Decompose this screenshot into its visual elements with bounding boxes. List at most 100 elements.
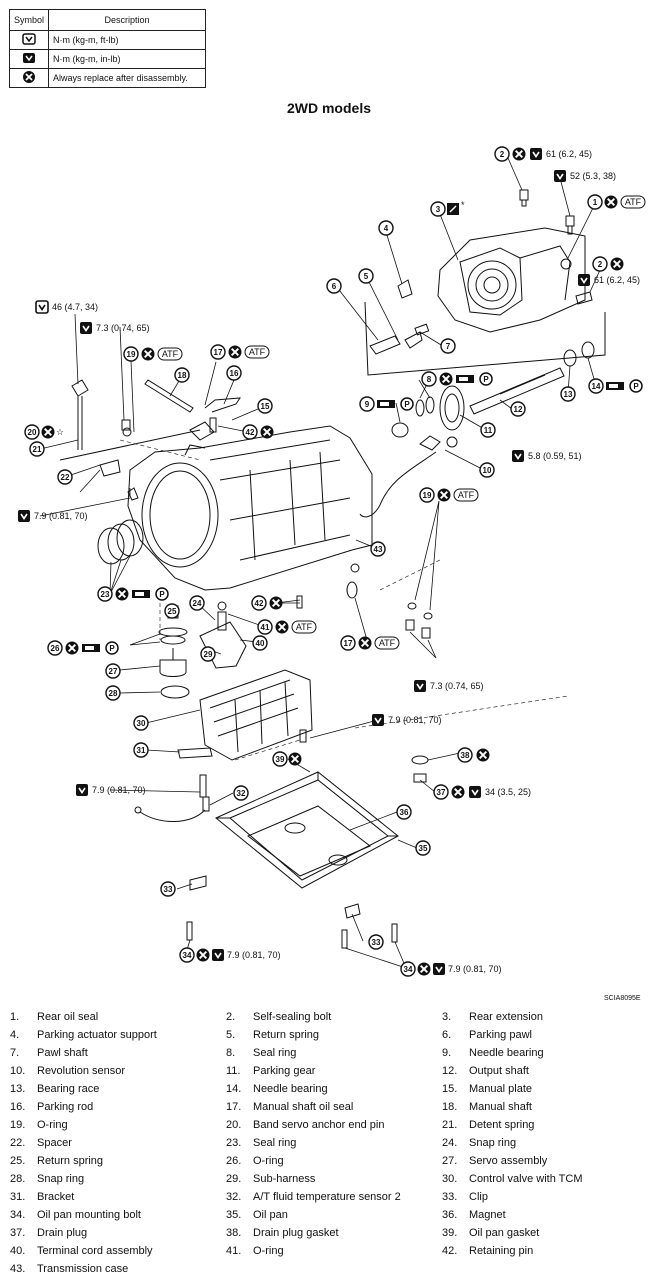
svg-text:34: 34 (183, 951, 192, 960)
callout-1: 1 ATF (587, 194, 646, 210)
parts-list-item: 2.Self-sealing bolt (226, 1011, 331, 1023)
star-mark: ☆ (56, 427, 64, 437)
part-number: 15. (442, 1083, 458, 1095)
part-name: Manual shaft oil seal (253, 1101, 354, 1113)
parts-list-item: 9.Needle bearing (442, 1047, 544, 1059)
manual-linkage-drawing (59, 379, 241, 501)
part-name: Snap ring (37, 1173, 85, 1185)
svg-text:43: 43 (374, 545, 383, 554)
part-number: 35. (226, 1209, 242, 1221)
part-number: 10. (10, 1065, 26, 1077)
part-name: Sub-harness (253, 1173, 316, 1185)
legend-symbol-cell (9, 30, 49, 50)
part-name: Spacer (37, 1137, 72, 1149)
part-name: Manual plate (469, 1083, 532, 1095)
callout-22: 22 (57, 469, 73, 485)
parts-list-item: 29.Sub-harness (226, 1173, 315, 1185)
parts-list-item: 11.Parking gear (226, 1065, 315, 1077)
exploded-view-diagram: 2 61 (6.2, 45) 52 (5.3, 38) 1 ATF 3 * 2 … (17, 146, 646, 977)
part-number: 39. (442, 1227, 458, 1239)
callout-42-mid: 42 (251, 595, 284, 611)
petroleum-jelly-symbol: P (483, 375, 489, 384)
parts-list-item: 14.Needle bearing (226, 1083, 328, 1095)
parts-list-item: 23.Seal ring (226, 1137, 296, 1149)
drain-plug-drawing (411, 755, 429, 783)
svg-text:16: 16 (230, 369, 239, 378)
part-name: Output shaft (469, 1065, 529, 1077)
part-name: Return spring (253, 1029, 320, 1041)
parts-list-item: 22.Spacer (10, 1137, 72, 1149)
svg-text:4: 4 (384, 224, 389, 233)
svg-text:5: 5 (364, 272, 369, 281)
parts-list-item: 36.Magnet (442, 1209, 506, 1221)
parts-list-item: 39.Oil pan gasket (442, 1227, 539, 1239)
atf-symbol: ATF (458, 490, 475, 500)
part-number: 16. (10, 1101, 26, 1113)
callout-26: 26 P (47, 640, 119, 656)
part-number: 42. (442, 1245, 458, 1257)
parts-list-item: 43.Transmission case (10, 1263, 128, 1275)
part-name: Drain plug (37, 1227, 88, 1239)
svg-text:25: 25 (168, 607, 177, 616)
transmission-case-drawing (127, 425, 373, 591)
part-name: Self-sealing bolt (253, 1011, 332, 1023)
part-name: Needle bearing (253, 1083, 328, 1095)
parking-mechanism-drawing (364, 279, 606, 376)
callout-79a: 7.9 (0.81, 70) (17, 509, 88, 523)
callout-29: 29 (200, 646, 216, 662)
part-number: 31. (10, 1191, 26, 1203)
torque-label-79c: 7.9 (0.81, 70) (92, 785, 146, 795)
part-number: 9. (442, 1047, 452, 1059)
part-number: 36. (442, 1209, 458, 1221)
part-number: 13. (10, 1083, 26, 1095)
parts-list-item: 19.O-ring (10, 1119, 68, 1131)
torque-label-73b: 7.3 (0.74, 65) (430, 681, 484, 691)
svg-text:34: 34 (404, 965, 413, 974)
parts-list-item: 17. Manual shaft oil seal (226, 1101, 353, 1113)
callout-30: 30 (133, 715, 149, 731)
callout-13: 13 (560, 386, 576, 402)
parts-list-item: 34.Oil pan mounting bolt (10, 1209, 141, 1221)
svg-text:38: 38 (461, 751, 470, 760)
callout-52: 52 (5.3, 38) (553, 169, 616, 183)
callout-37: 37 34 (3.5, 25) (433, 784, 531, 800)
petroleum-jelly-symbol: P (404, 400, 410, 409)
parts-list-item: 28. Snap ring (10, 1173, 84, 1185)
parts-list-item: 12.Output shaft (442, 1065, 529, 1077)
svg-text:27: 27 (109, 667, 118, 676)
part-number: 19. (10, 1119, 26, 1131)
callout-3: 3 * (430, 200, 465, 217)
svg-text:9: 9 (365, 400, 370, 409)
atf-symbol: ATF (162, 349, 179, 359)
callout-40: 40 (252, 635, 268, 651)
svg-text:42: 42 (255, 599, 264, 608)
parts-list-item: 25.Return spring (10, 1155, 103, 1167)
part-number: 37. (10, 1227, 26, 1239)
part-number: 28. (10, 1173, 26, 1185)
harness-drawing (199, 595, 303, 669)
parts-list-item: 1.Rear oil seal (10, 1011, 98, 1023)
callout-10: 10 (479, 462, 495, 478)
callout-19-right: 19 ATF (419, 487, 479, 503)
callout-33-left: 33 (160, 881, 176, 897)
callout-39: 39 (272, 751, 303, 767)
parts-list-item: 41.O-ring (226, 1245, 284, 1257)
part-name: A/T fluid temperature sensor 2 (253, 1191, 401, 1203)
part-number: 5. (226, 1029, 236, 1041)
svg-text:11: 11 (484, 426, 493, 435)
svg-text:7: 7 (446, 342, 451, 351)
callout-4: 4 (378, 220, 394, 236)
part-number: 18. (442, 1101, 458, 1113)
svg-text:18: 18 (178, 371, 187, 380)
legend-symbol-cell (9, 49, 49, 69)
part-name: Transmission case (37, 1263, 129, 1275)
part-number: 17. (226, 1101, 242, 1113)
component-drawings (59, 189, 606, 949)
callout-20: 20 ☆ (24, 424, 64, 440)
callout-28: 28 (105, 685, 121, 701)
svg-text:24: 24 (193, 599, 202, 608)
legend-description-header: Description (48, 9, 206, 31)
svg-text:26: 26 (51, 644, 60, 653)
part-name: Parking rod (37, 1101, 94, 1113)
parts-list-item: 5. Return spring (226, 1029, 319, 1041)
